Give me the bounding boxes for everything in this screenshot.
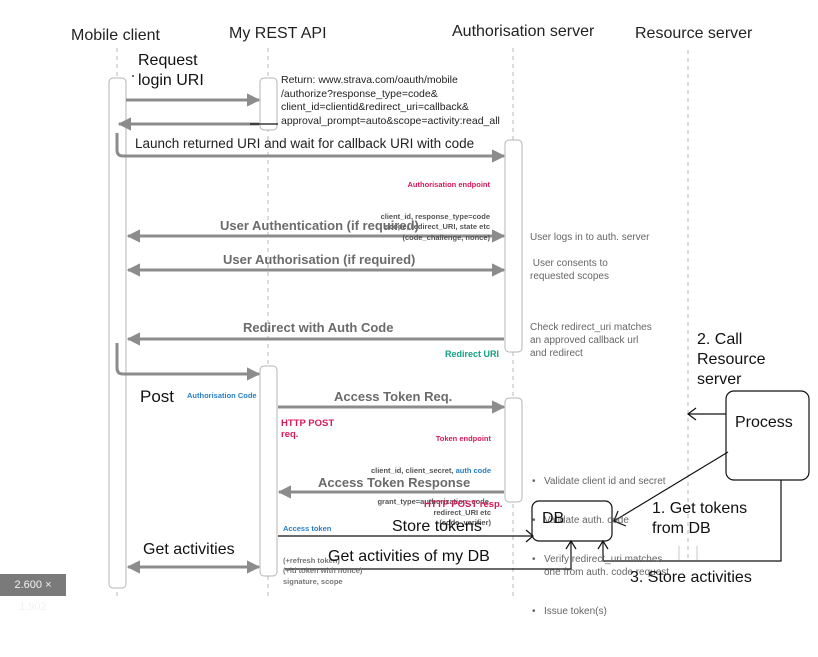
sequence-diagram-canvas xyxy=(108,48,810,597)
label-redirect-uri: Redirect URI xyxy=(445,349,500,359)
label-return-uri: Return: www.strava.com/oauth/mobile /aut… xyxy=(281,74,500,127)
validation-step: Issue token(s) xyxy=(530,605,669,618)
arrow-launch-uri xyxy=(115,133,506,163)
activation-rest-api-1 xyxy=(259,77,278,131)
participant-auth-server: Authorisation server xyxy=(452,23,595,40)
label-access-token-response: Access Token Response xyxy=(318,475,471,490)
activation-auth-server-1 xyxy=(504,139,523,353)
validation-step: Validate client id and secret xyxy=(530,475,669,488)
label-user-authentication: User Authentication (if required) xyxy=(220,218,419,233)
annotation-store-activities: 3. Store activities xyxy=(630,569,752,586)
label-auth-endpoint-params: client_id, response_type=code scope, red… xyxy=(380,211,490,242)
arrowhead-call-resource xyxy=(687,407,697,421)
zoom-size-badge: 2.600 × 1.902 xyxy=(0,574,66,613)
arrowhead-store-tokens xyxy=(525,529,534,543)
line-store-activities xyxy=(602,480,782,562)
label-store-tokens: Store tokens xyxy=(392,518,482,535)
label-http-post-resp: HTTP POST resp. xyxy=(424,499,503,510)
participant-resource-server: Resource server xyxy=(635,25,753,42)
label-redirect-auth-code: Redirect with Auth Code xyxy=(243,320,394,335)
annotation-call-resource: 2. Call Resource server xyxy=(697,331,766,388)
label-get-activities-db: Get activities of my DB xyxy=(328,548,490,565)
label-access-token: Access token xyxy=(283,524,332,533)
note-check-redirect: Check redirect_uri matches an approved c… xyxy=(530,322,652,359)
label-launch-uri: Launch returned URI and wait for callbac… xyxy=(135,136,475,151)
label-token-endpoint: Token endpoint xyxy=(435,434,491,443)
arrowhead-store-activities xyxy=(597,539,609,550)
arrow-post-auth-code xyxy=(115,343,261,381)
process-box xyxy=(725,390,810,481)
access-token-block: Access token (+refresh token) (+id token… xyxy=(283,503,362,598)
note-validation-steps: Validate client id and secret Validate a… xyxy=(530,423,669,657)
label-post: Post xyxy=(140,387,175,406)
label-token-params-1: client_id, client_secret, xyxy=(370,465,456,475)
label-http-post-req: HTTP POST req. xyxy=(281,418,335,440)
note-user-logs-in: User logs in to auth. server xyxy=(530,232,650,243)
label-authorisation-code: Authorisation Code xyxy=(187,391,257,400)
process-box-label: Process xyxy=(735,414,793,431)
validation-step: Verify redirect_uri matches one from aut… xyxy=(530,553,669,579)
participant-rest-api: My REST API xyxy=(229,25,327,42)
token-endpoint-block: Token endpoint client_id, client_secret,… xyxy=(371,413,491,539)
label-request-login-uri: Request login URI xyxy=(138,52,204,89)
activation-mobile-client xyxy=(108,77,127,589)
activation-auth-server-2 xyxy=(504,397,523,503)
label-auth-endpoint: Authorisation endpoint xyxy=(407,180,491,189)
label-token-params-rest: grant_type=authorization_code, redirect_… xyxy=(377,497,491,527)
auth-endpoint-block: Authorisation endpoint client_id, respon… xyxy=(381,159,490,254)
db-box-label: DB xyxy=(542,510,565,527)
label-access-token-details: (+refresh token) (+id token with nonce) … xyxy=(283,555,363,586)
label-user-authorisation: User Authorisation (if required) xyxy=(223,252,416,267)
label-token-auth-code: auth code xyxy=(455,465,491,475)
label-get-activities: Get activities xyxy=(143,541,235,558)
activation-rest-api-2 xyxy=(259,365,278,577)
participant-mobile-client: Mobile client xyxy=(71,27,160,44)
note-user-consents: User consents to requested scopes xyxy=(530,258,609,282)
annotation-get-tokens: 1. Get tokens from DB xyxy=(652,500,748,537)
line-get-tokens xyxy=(613,451,729,522)
label-access-token-req: Access Token Req. xyxy=(334,389,453,404)
validation-step: Validate auth. code xyxy=(530,514,669,527)
